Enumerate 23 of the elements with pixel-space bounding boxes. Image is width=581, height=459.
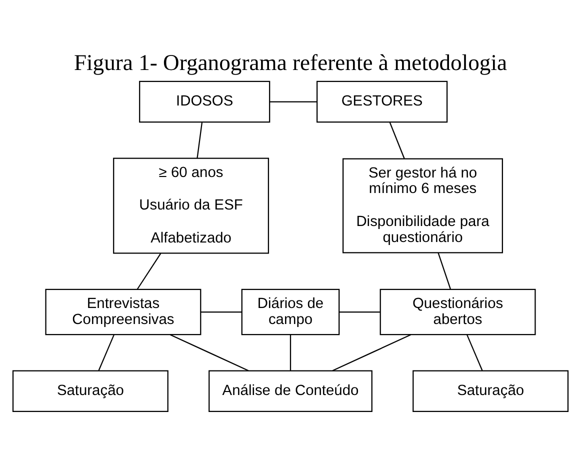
connector [270, 101, 317, 102]
node-box: Saturação [12, 370, 168, 412]
connector [438, 252, 451, 290]
node-box: Ser gestor há no mínimo 6 meses Disponibilidade para questionário [342, 158, 503, 254]
connector [466, 334, 483, 371]
node-box: Entrevistas Compreensivas [45, 288, 202, 336]
node-box: Diários de campo [241, 288, 340, 336]
connector [200, 311, 242, 313]
connector [98, 334, 114, 371]
diagram-title: Figura 1- Organograma referente à metodologia [74, 50, 508, 76]
connector [389, 122, 405, 159]
connector [196, 122, 203, 158]
connector [339, 311, 380, 313]
node-box: Análise de Conteúdo [208, 370, 372, 412]
connector [136, 253, 162, 290]
connector [170, 334, 249, 372]
node-box: Saturação [412, 370, 569, 412]
connector [290, 334, 292, 370]
node-box: Questionários abertos [380, 288, 536, 336]
node-box: ≥ 60 anos Usuário da ESF Alfabetizado [113, 158, 270, 254]
node-box: GESTORES [316, 80, 448, 123]
connector [332, 334, 411, 372]
node-box: IDOSOS [139, 80, 270, 123]
